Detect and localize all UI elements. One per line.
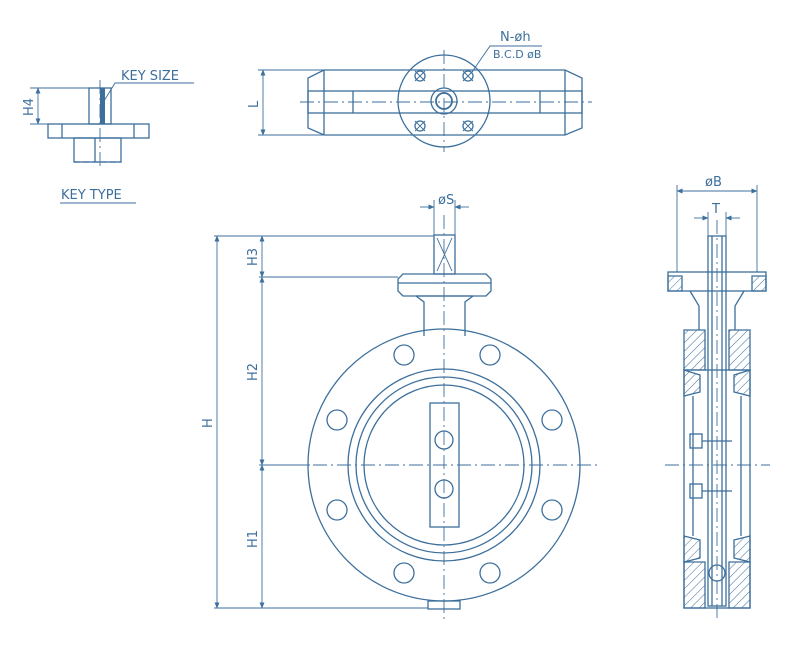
l-label: L [247,100,262,108]
t-label: T [711,202,720,217]
top-view: N-øh B.C.D øB L [247,30,592,152]
key-size-label: KEY SIZE [121,69,179,84]
front-view: øS H3 H2 H1 H [201,193,600,620]
h1-label: H1 [246,530,261,548]
key-type-detail: H4 KEY SIZE KEY TYPE [22,69,194,204]
bcd-label: B.C.D øB [493,48,541,61]
n-h-label: N-øh [500,30,531,45]
h4-label: H4 [22,98,37,116]
side-view: øB T [665,175,770,620]
key-type-label: KEY TYPE [61,188,122,203]
s-label: øS [438,193,454,208]
h2-label: H2 [246,363,261,381]
h-label: H [201,418,216,428]
b-label: øB [705,175,722,190]
h3-label: H3 [246,248,261,266]
